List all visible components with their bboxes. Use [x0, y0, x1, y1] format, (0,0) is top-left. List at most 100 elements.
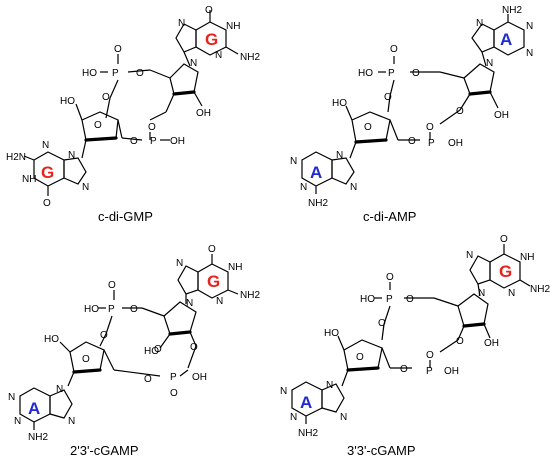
atom-label: O — [500, 234, 508, 245]
base-label-adenine: A — [500, 30, 512, 49]
base-label-adenine: A — [28, 399, 40, 418]
atom-label: H2N — [6, 152, 26, 163]
atom-label: N — [290, 156, 297, 167]
molecule-name: c-di-AMP — [363, 209, 416, 224]
atom-label: O — [205, 5, 213, 16]
atom-label: O — [378, 318, 386, 329]
atom-label: O — [408, 136, 416, 147]
molecule-name: 3'3'-cGAMP — [347, 443, 416, 458]
atom-label: N — [215, 50, 222, 61]
atom-label: N — [486, 58, 493, 69]
molecule-c-di-gmp: G G O HO P O O O N N NH NH2 N OH HO O O … — [6, 5, 260, 224]
atom-label: N — [56, 384, 63, 395]
atom-label: N — [326, 380, 333, 391]
atom-label: N — [526, 48, 533, 59]
atom-label: HO — [332, 98, 347, 109]
atom-label: N — [82, 182, 89, 193]
atom-label: OH — [448, 138, 463, 149]
atom-label: OH — [484, 338, 499, 349]
atom-label: N — [68, 150, 75, 161]
atom-label: O — [384, 92, 392, 103]
atom-label: OH — [494, 110, 509, 121]
atom-label: P — [388, 68, 395, 79]
atom-label: NH — [226, 21, 240, 32]
molecule-3-3-cgamp: G A O NH NH2 N N N O HO P O O O OH HO O … — [280, 234, 550, 458]
atom-label: P — [170, 372, 177, 383]
atom-label: HO — [84, 304, 99, 315]
atom-label: N — [186, 298, 193, 309]
atom-label: HO — [60, 96, 75, 107]
atom-label: N — [8, 392, 15, 403]
atom-label: O — [456, 106, 464, 117]
molecule-2-3-cgamp: G A O NH NH2 N N N O O P HO O O O HO O O… — [8, 244, 260, 458]
atom-label: P — [426, 366, 433, 377]
molecule-name: 2'3'-cGAMP — [70, 443, 139, 458]
atom-label: O — [102, 92, 110, 103]
base-label-adenine: A — [300, 393, 312, 412]
atom-label: OH — [170, 136, 185, 147]
atom-label: O — [154, 344, 162, 355]
molecule-name: c-di-GMP — [98, 209, 153, 224]
atom-label: N — [526, 21, 533, 32]
atom-label: NH2 — [530, 284, 550, 295]
atom-label: N — [350, 182, 357, 193]
atom-label: O — [144, 374, 152, 385]
atom-label: HO — [144, 346, 159, 357]
atom-label: O — [356, 352, 364, 363]
atom-label: OH — [444, 366, 459, 377]
atom-label: NH2 — [28, 432, 48, 443]
base-label-guanine: G — [41, 163, 54, 182]
atom-label: O — [130, 136, 138, 147]
base-label-guanine: G — [205, 30, 218, 49]
atom-label: O — [364, 122, 372, 133]
atom-label: N — [280, 386, 287, 397]
atom-label: O — [406, 294, 414, 305]
atom-label: O — [412, 68, 420, 79]
atom-label: O — [130, 304, 138, 315]
atom-label: NH2 — [240, 290, 260, 301]
atom-label: P — [428, 138, 435, 149]
atom-label: N — [508, 288, 515, 299]
atom-label: O — [43, 198, 51, 209]
atom-label: HO — [44, 334, 59, 345]
atom-label: O — [100, 330, 108, 341]
atom-label: HO — [82, 68, 97, 79]
atom-label: N — [190, 58, 197, 69]
atom-label: N — [68, 416, 75, 427]
atom-label: O — [426, 122, 434, 133]
molecule-c-di-amp: A A NH2 N N N N O HO P O O O OH HO O O O… — [290, 5, 533, 224]
atom-label: P — [386, 294, 393, 305]
atom-label: O — [208, 244, 216, 255]
atom-label: NH — [520, 252, 534, 263]
atom-label: OH — [192, 372, 207, 383]
atom-label: O — [426, 350, 434, 361]
atom-label: O — [190, 342, 198, 353]
atom-label: N — [290, 412, 297, 423]
atom-label: NH2 — [240, 52, 260, 63]
atom-label: N — [466, 250, 473, 261]
atom-label: O — [82, 354, 90, 365]
atom-label: O — [456, 336, 464, 347]
atom-label: O — [94, 120, 102, 131]
atom-label: P — [108, 304, 115, 315]
atom-label: N — [216, 296, 223, 307]
atom-label: O — [108, 280, 116, 291]
atom-label: O — [170, 388, 178, 399]
atom-label: NH2 — [308, 198, 328, 209]
atom-label: N — [300, 182, 307, 193]
atom-label: O — [114, 44, 122, 55]
atom-label: HO — [358, 68, 373, 79]
atom-label: NH — [228, 262, 242, 273]
atom-label: OH — [196, 108, 211, 119]
atom-label: NH2 — [502, 5, 522, 16]
base-label-adenine: A — [310, 163, 322, 182]
atom-label: NH — [22, 174, 36, 185]
atom-label: O — [148, 122, 156, 133]
atom-label: N — [340, 412, 347, 423]
atom-label: P — [112, 68, 119, 79]
atom-label: O — [136, 68, 144, 79]
atom-label: N — [176, 258, 183, 269]
atom-label: O — [390, 44, 398, 55]
atom-label: O — [400, 364, 408, 375]
